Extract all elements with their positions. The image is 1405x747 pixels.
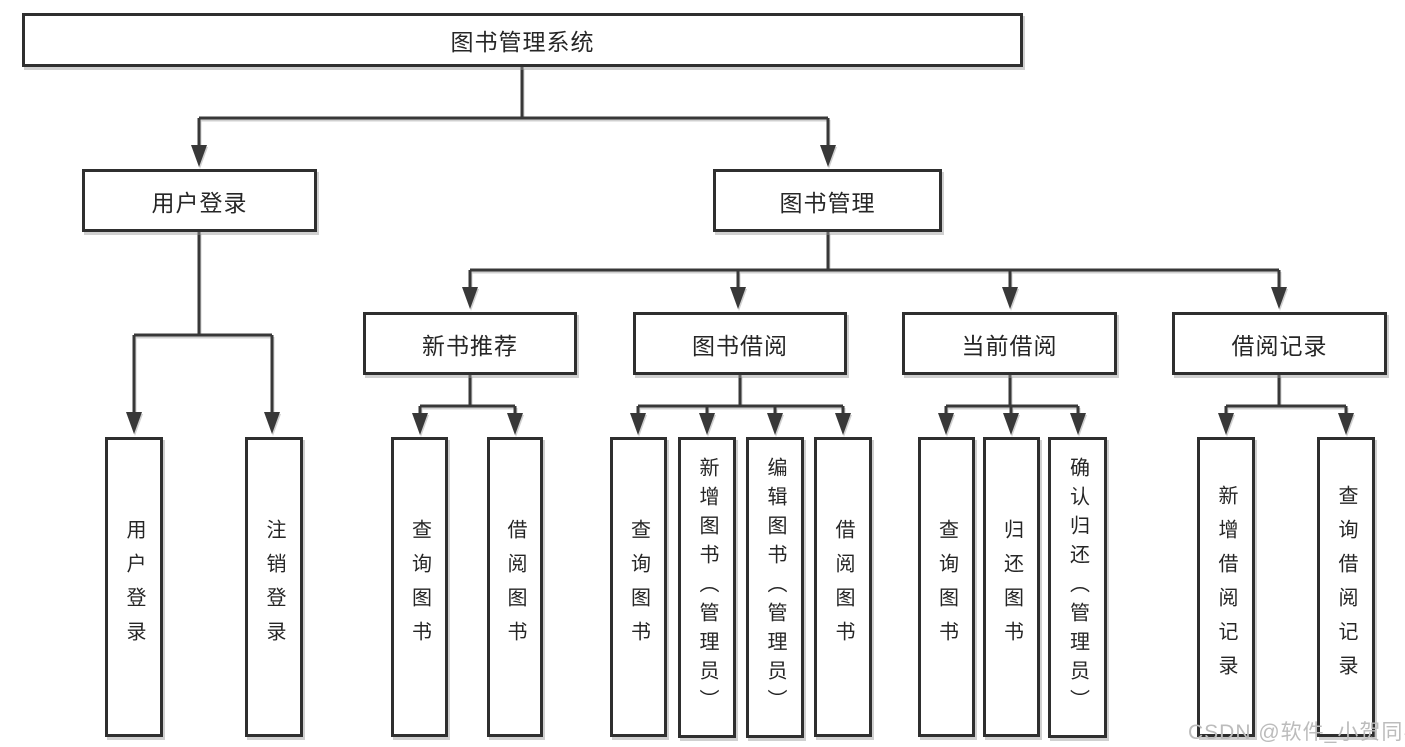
leaf-query-books-current: 查询图书 xyxy=(918,437,975,737)
leaf-add-books-admin: 新增图书（管理员） xyxy=(678,437,736,738)
leaf-query-books-recommend: 查询图书 xyxy=(391,437,448,737)
node-user-login: 用户登录 xyxy=(82,169,317,232)
node-borrow-records: 借阅记录 xyxy=(1172,312,1387,375)
leaf-add-borrow-record: 新增借阅记录 xyxy=(1197,437,1255,737)
leaf-user-login: 用户登录 xyxy=(105,437,163,737)
node-current-borrowing: 当前借阅 xyxy=(902,312,1117,375)
leaf-query-books-borrowing: 查询图书 xyxy=(610,437,667,737)
leaf-return-books: 归还图书 xyxy=(983,437,1040,737)
leaf-logout: 注销登录 xyxy=(245,437,303,737)
leaf-borrow-books-recommend: 借阅图书 xyxy=(487,437,543,737)
node-book-management: 图书管理 xyxy=(713,169,942,232)
csdn-watermark: CSDN @软件_小贺同学 xyxy=(1188,721,1405,744)
leaf-query-borrow-record: 查询借阅记录 xyxy=(1317,437,1375,737)
leaf-edit-books-admin: 编辑图书（管理员） xyxy=(746,437,804,738)
leaf-borrow-books-borrowing: 借阅图书 xyxy=(814,437,872,737)
leaf-confirm-return-admin: 确认归还（管理员） xyxy=(1048,437,1107,738)
node-book-borrowing: 图书借阅 xyxy=(633,312,847,375)
node-library-system: 图书管理系统 xyxy=(22,13,1023,67)
node-new-book-recommend: 新书推荐 xyxy=(363,312,577,375)
